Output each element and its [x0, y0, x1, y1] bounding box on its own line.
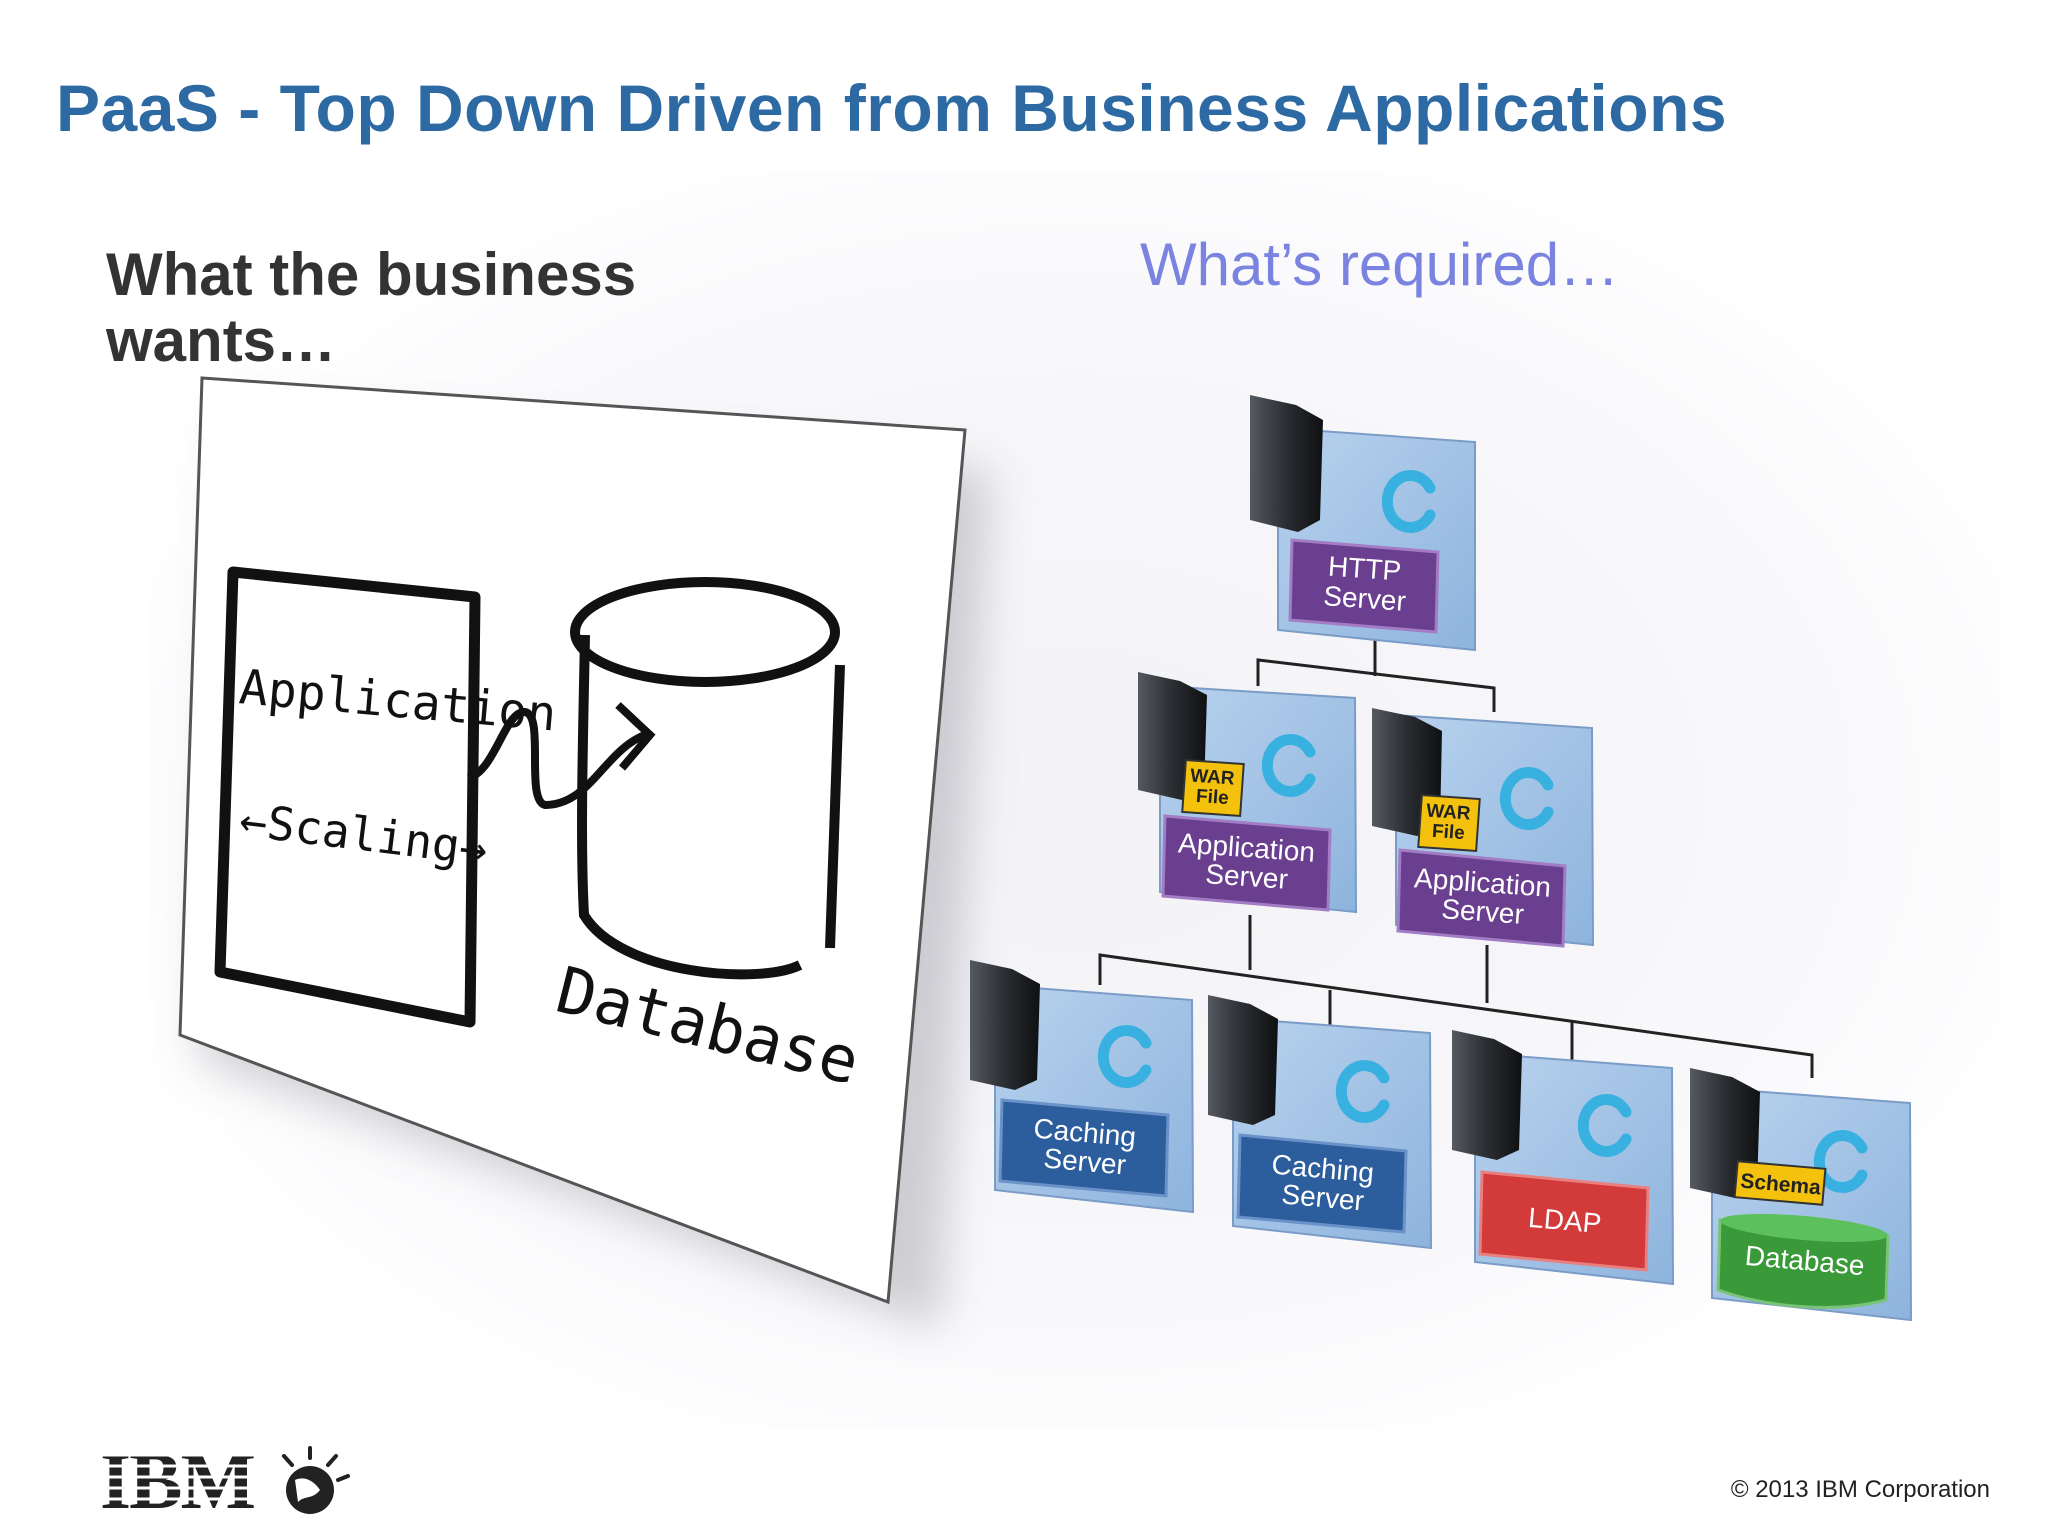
http-server-label-box — [1288, 538, 1440, 634]
node-http-server: HTTP Server — [1250, 395, 1476, 652]
server-rack-icon — [1250, 395, 1323, 532]
connector-lines — [1098, 640, 1814, 1078]
slide-title: PaaS - Top Down Driven from Business App… — [56, 71, 1728, 145]
refresh-icon — [1261, 734, 1316, 797]
sketch-arrow — [466, 708, 647, 810]
server-rack-icon — [970, 960, 1040, 1090]
node-database: Schema Database — [1690, 1068, 1913, 1322]
node-caching-server-2: Caching Server — [1208, 995, 1433, 1250]
refresh-icon — [1813, 1130, 1868, 1193]
war-tag-line2: File — [1195, 786, 1229, 809]
cache2-label-line2: Server — [1280, 1179, 1365, 1217]
refresh-icon — [1499, 767, 1554, 830]
server-rack-icon — [1208, 995, 1278, 1125]
war-tag-line2: File — [1431, 821, 1465, 844]
left-heading: What the business wants… — [106, 241, 637, 374]
app2-label-line2: Server — [1440, 893, 1524, 930]
app1-label-line2: Server — [1204, 858, 1288, 895]
war-tag-line1: WAR — [1190, 765, 1236, 789]
war-file-tag — [1417, 793, 1481, 853]
server-rack-icon — [1452, 1030, 1522, 1160]
http-label-line1: HTTP — [1327, 551, 1402, 587]
ldap-label: LDAP — [1527, 1202, 1603, 1239]
node-caching-server-1: Caching Server — [970, 960, 1195, 1214]
ibm-logo: IBM — [100, 1438, 350, 1526]
caching-label-box — [998, 1098, 1170, 1198]
http-label-line2: Server — [1322, 580, 1406, 617]
right-heading: What’s required… — [1140, 231, 1620, 298]
database-cylinder-top — [570, 577, 840, 687]
whiteboard-sketch: Application ←Scaling→ Database — [178, 376, 990, 1330]
refresh-icon — [1335, 1060, 1390, 1123]
refresh-icon — [1097, 1025, 1152, 1088]
application-box — [214, 566, 481, 1028]
app-server-label-box — [1396, 848, 1567, 948]
node-ldap: LDAP — [1452, 1030, 1675, 1286]
refresh-icon — [1381, 470, 1436, 533]
node-application-server-2: WAR File Application Server — [1372, 708, 1595, 948]
refresh-icon — [1577, 1094, 1632, 1157]
ibm-logo-wordmark: IBM — [100, 1438, 254, 1526]
caching-label-box — [1236, 1133, 1408, 1234]
war-file-tag — [1181, 758, 1245, 818]
schema-tag — [1733, 1160, 1827, 1206]
node-application-server-1: WAR File Application Server — [1138, 672, 1358, 914]
ldap-label-box — [1478, 1170, 1650, 1272]
war-tag-line1: WAR — [1426, 800, 1472, 824]
app-server-label-box — [1161, 814, 1332, 912]
cache1-label-line2: Server — [1042, 1143, 1127, 1181]
copyright-notice: © 2013 IBM Corporation — [1730, 1476, 1990, 1503]
